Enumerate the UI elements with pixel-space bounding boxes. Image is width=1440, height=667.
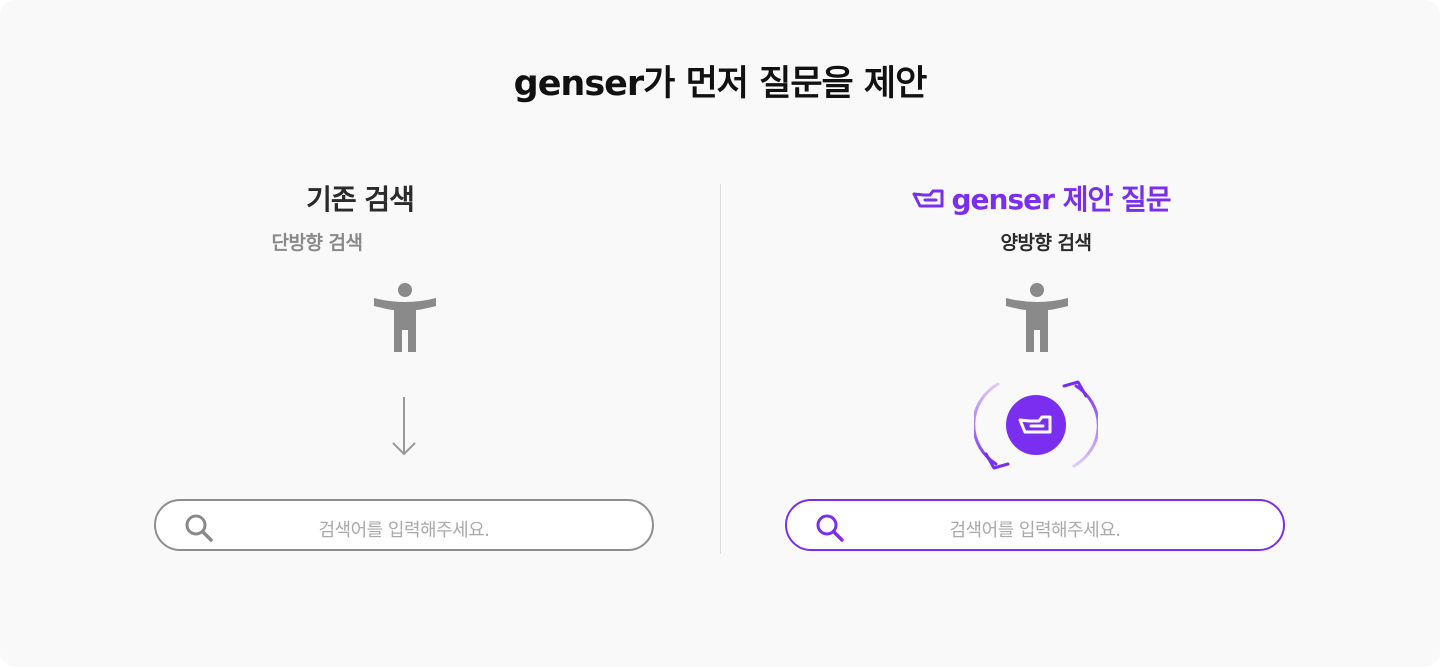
sync-cycle-icon <box>974 380 1098 470</box>
search-icon <box>816 514 844 542</box>
person-icon <box>374 283 436 352</box>
legacy-search-bar[interactable]: 검색어를 입력해주세요. <box>154 499 654 551</box>
genser-search-title-text: genser 제안 질문 <box>951 183 1172 216</box>
person-icon <box>1006 283 1068 352</box>
legacy-search-column: 기존 검색 단방향 검색 검색어를 입력해주세요. <box>154 183 654 551</box>
arrow-down-icon <box>392 397 416 456</box>
legacy-search-subtitle: 단방향 검색 <box>271 232 363 254</box>
genser-logo-icon <box>912 189 944 208</box>
search-placeholder: 검색어를 입력해주세요. <box>318 520 490 541</box>
genser-search-subtitle: 양방향 검색 <box>1000 232 1092 254</box>
genser-search-column: genser 제안 질문 양방향 검색 <box>720 0 1440 667</box>
genser-search-title: genser 제안 질문 <box>680 178 1400 218</box>
page-title: genser가 먼저 질문을 제안 <box>513 64 928 104</box>
legacy-search-title: 기존 검색 <box>306 183 415 216</box>
search-icon <box>185 514 213 542</box>
genser-search-bar[interactable]: 검색어를 입력해주세요. <box>785 499 1285 551</box>
column-divider <box>720 184 721 554</box>
search-placeholder: 검색어를 입력해주세요. <box>949 520 1121 541</box>
